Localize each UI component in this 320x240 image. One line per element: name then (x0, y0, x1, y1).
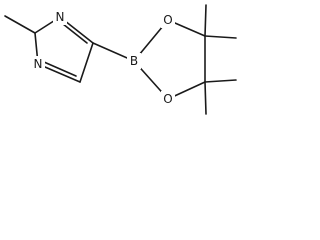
bond-c5-n3-inner (43, 61, 77, 77)
bond-methyl-top-right (204, 35, 237, 39)
atom-o2-text: O (163, 92, 172, 106)
atom-b-text: B (130, 54, 138, 68)
bond-methyl-bottom-down (204, 81, 207, 115)
chemical-structure-diagram: N N B O O (4, 4, 237, 115)
atom-label-o2: O (161, 91, 175, 107)
bond-n1-c4-inner (62, 23, 88, 44)
atom-label-n1: N (53, 9, 67, 25)
bond-c4-c5 (79, 42, 94, 83)
atom-o1-text: O (163, 13, 172, 27)
atom-n2-text: N (34, 57, 43, 71)
atom-label-o1: O (161, 12, 175, 28)
atom-label-n2: N (31, 56, 45, 72)
bond-methyl-bottom-right (204, 79, 237, 83)
atom-label-b: B (127, 53, 141, 69)
bond-methyl-c2 (4, 15, 36, 34)
bond-methyl-top-up (204, 4, 207, 37)
atom-n1-text: N (56, 10, 65, 24)
imidazole-ring (4, 15, 94, 83)
